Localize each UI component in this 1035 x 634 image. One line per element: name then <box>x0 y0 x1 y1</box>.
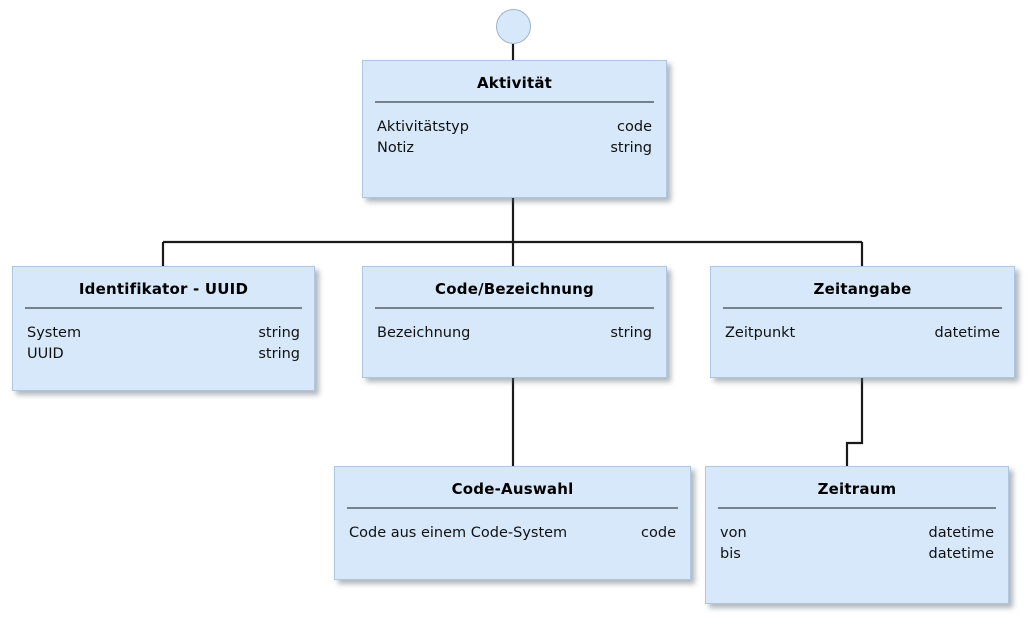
attribute-row: UUID string <box>27 344 300 365</box>
attribute-type: datetime <box>928 546 994 562</box>
class-attributes: Code aus einem Code-System code <box>335 509 690 544</box>
attribute-name: Aktivitätstyp <box>377 119 469 135</box>
class-divider <box>375 307 654 309</box>
class-divider <box>375 101 654 103</box>
attribute-name: von <box>720 525 747 541</box>
attribute-type: string <box>258 346 300 362</box>
class-divider <box>25 307 302 309</box>
class-title: Aktivität <box>476 74 553 92</box>
attribute-name: Zeitpunkt <box>725 325 796 341</box>
attribute-row: Code aus einem Code-System code <box>349 523 676 544</box>
class-box-aktivitaet[interactable]: Aktivität Aktivitätstyp code Notiz strin… <box>362 60 667 198</box>
attribute-name: UUID <box>27 346 64 362</box>
attribute-name: Notiz <box>377 140 415 156</box>
attribute-row: Aktivitätstyp code <box>377 117 652 138</box>
class-attributes: System string UUID string <box>13 309 314 365</box>
class-box-codebezeichnung[interactable]: Code/Bezeichnung Bezeichnung string <box>362 266 667 378</box>
attribute-row: Notiz string <box>377 138 652 159</box>
class-divider <box>347 507 678 509</box>
attribute-type: string <box>610 140 652 156</box>
class-attributes: Bezeichnung string <box>363 309 666 344</box>
class-divider <box>718 507 996 509</box>
attribute-type: code <box>641 525 676 541</box>
attribute-row: Bezeichnung string <box>377 323 652 344</box>
attribute-row: System string <box>27 323 300 344</box>
class-title: Zeitangabe <box>813 280 912 298</box>
attribute-type: code <box>617 119 652 135</box>
attribute-type: string <box>258 325 300 341</box>
class-title: Code-Auswahl <box>451 480 574 498</box>
attribute-type: datetime <box>928 525 994 541</box>
class-title: Zeitraum <box>817 480 897 498</box>
class-attributes: Aktivitätstyp code Notiz string <box>363 103 666 159</box>
class-box-codeauswahl[interactable]: Code-Auswahl Code aus einem Code-System … <box>334 466 691 580</box>
class-title: Identifikator - UUID <box>78 280 249 298</box>
attribute-name: Bezeichnung <box>377 325 471 341</box>
attribute-row: bis datetime <box>720 544 994 565</box>
class-attributes: Zeitpunkt datetime <box>711 309 1014 344</box>
connector-zeitangabe-to-zeitraum <box>845 378 864 466</box>
start-node-circle[interactable] <box>496 9 531 44</box>
attribute-row: von datetime <box>720 523 994 544</box>
attribute-name: System <box>27 325 82 341</box>
class-title: Code/Bezeichnung <box>435 280 594 298</box>
class-box-zeitraum[interactable]: Zeitraum von datetime bis datetime <box>705 466 1009 604</box>
attribute-name: Code aus einem Code-System <box>349 525 568 541</box>
attribute-type: string <box>610 325 652 341</box>
class-divider <box>723 307 1002 309</box>
class-attributes: von datetime bis datetime <box>706 509 1008 565</box>
class-box-zeitangabe[interactable]: Zeitangabe Zeitpunkt datetime <box>710 266 1015 378</box>
attribute-type: datetime <box>934 325 1000 341</box>
attribute-name: bis <box>720 546 741 562</box>
class-box-identifikator[interactable]: Identifikator - UUID System string UUID … <box>12 266 315 391</box>
attribute-row: Zeitpunkt datetime <box>725 323 1000 344</box>
